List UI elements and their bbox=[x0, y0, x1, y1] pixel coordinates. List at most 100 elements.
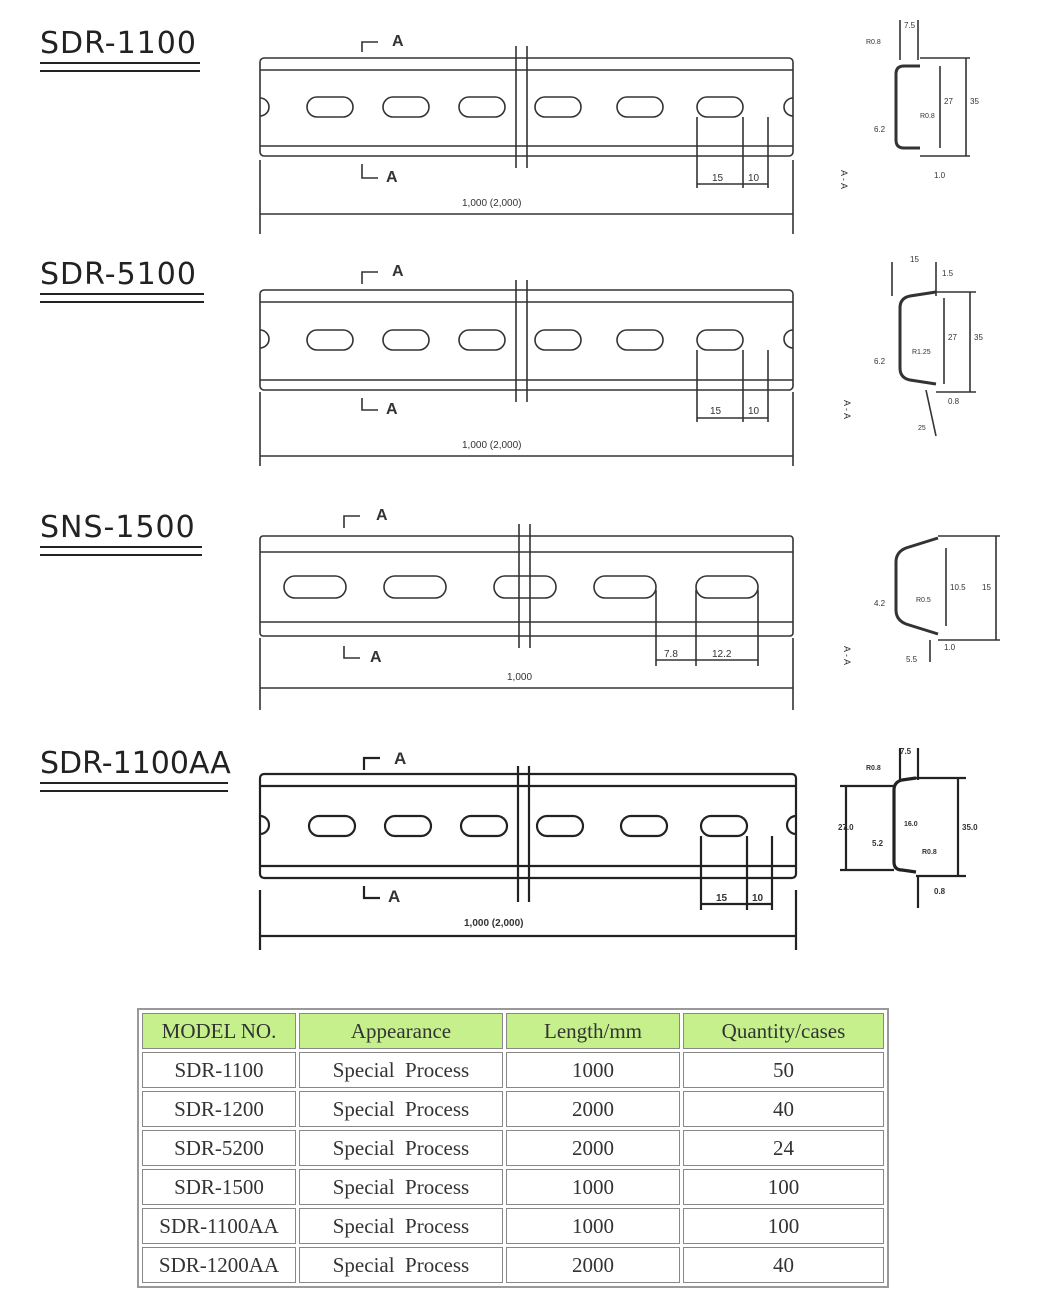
cell-model: SDR-1200 bbox=[142, 1091, 296, 1127]
table-row: SDR-1200 Special Process 2000 40 bbox=[142, 1091, 884, 1127]
length-dim: 1,000 (2,000) bbox=[462, 198, 522, 209]
profile-dim: 27 bbox=[944, 97, 953, 106]
section-mark: A bbox=[388, 887, 400, 906]
header-appearance: Appearance bbox=[299, 1013, 503, 1049]
title-underline bbox=[40, 293, 204, 303]
model-section-sns-1500: SNS-1500 bbox=[0, 490, 1039, 730]
slot-pitch-dim: 15 bbox=[712, 173, 724, 184]
profile-dim: 27 bbox=[948, 333, 957, 342]
profile-dim: 0.8 bbox=[948, 397, 960, 406]
table-row: SDR-1200AA Special Process 2000 40 bbox=[142, 1247, 884, 1283]
cell-model: SDR-1100AA bbox=[142, 1208, 296, 1244]
cell-quantity: 50 bbox=[683, 1052, 884, 1088]
section-label: A - A bbox=[842, 400, 852, 419]
cell-length: 2000 bbox=[506, 1130, 680, 1166]
cell-appearance: Special Process bbox=[299, 1130, 503, 1166]
model-title: SDR-5100 bbox=[40, 257, 197, 292]
profile-dim: R0.8 bbox=[920, 113, 935, 120]
cell-model: SDR-1200AA bbox=[142, 1247, 296, 1283]
rail-drawing: A A 15 10 1,000 (2,000) 7.5 R0.8 R0.8 27… bbox=[259, 20, 979, 234]
section-label: A - A bbox=[842, 646, 852, 665]
slot-pitch-dim: 15 bbox=[716, 893, 728, 904]
title-underline bbox=[40, 546, 202, 556]
profile-dim: 1.0 bbox=[944, 643, 956, 652]
slot-end-dim: 10 bbox=[748, 406, 760, 417]
table-row: SDR-1500 Special Process 1000 100 bbox=[142, 1169, 884, 1205]
profile-dim: 7.5 bbox=[904, 21, 916, 30]
cell-length: 1000 bbox=[506, 1052, 680, 1088]
section-label: A - A bbox=[839, 170, 849, 189]
profile-dim: 35 bbox=[974, 333, 983, 342]
rail-drawing: A A 15 10 1,000 (2,000) 7.5 R0.8 27.0 35… bbox=[258, 747, 978, 950]
profile-dim: 15 bbox=[910, 255, 919, 264]
cell-model: SDR-5200 bbox=[142, 1130, 296, 1166]
profile-dim: 27.0 bbox=[838, 823, 854, 832]
cell-appearance: Special Process bbox=[299, 1247, 503, 1283]
profile-dim: R0.8 bbox=[866, 765, 881, 772]
slot-pitch-dim: 7.8 bbox=[664, 649, 678, 660]
cell-model: SDR-1100 bbox=[142, 1052, 296, 1088]
cell-quantity: 24 bbox=[683, 1130, 884, 1166]
profile-dim: 16.0 bbox=[904, 821, 918, 828]
header-length: Length/mm bbox=[506, 1013, 680, 1049]
length-dim: 1,000 (2,000) bbox=[462, 440, 522, 451]
slot-pitch-dim: 15 bbox=[710, 406, 722, 417]
profile-dim: R0.8 bbox=[866, 39, 881, 46]
profile-dim: 6.2 bbox=[874, 125, 886, 134]
cell-length: 2000 bbox=[506, 1247, 680, 1283]
cell-length: 1000 bbox=[506, 1208, 680, 1244]
cell-quantity: 100 bbox=[683, 1208, 884, 1244]
spec-table: MODEL NO. Appearance Length/mm Quantity/… bbox=[137, 1008, 889, 1288]
title-underline bbox=[40, 62, 200, 72]
cell-appearance: Special Process bbox=[299, 1052, 503, 1088]
model-section-sdr-1100: SDR-1100 bbox=[0, 0, 1039, 240]
length-dim: 1,000 (2,000) bbox=[464, 918, 524, 929]
length-dim: 1,000 bbox=[507, 672, 532, 683]
section-mark: A bbox=[392, 33, 404, 50]
slot-end-dim: 10 bbox=[752, 893, 764, 904]
profile-dim: 5.2 bbox=[872, 839, 884, 848]
profile-dim: 25 bbox=[918, 425, 926, 432]
header-quantity: Quantity/cases bbox=[683, 1013, 884, 1049]
table-header-row: MODEL NO. Appearance Length/mm Quantity/… bbox=[142, 1013, 884, 1049]
cell-appearance: Special Process bbox=[299, 1091, 503, 1127]
rail-drawing: A A 7.8 12.2 1,000 R0.5 10.5 15 4.2 5.5 … bbox=[259, 507, 1000, 710]
cell-quantity: 100 bbox=[683, 1169, 884, 1205]
cell-appearance: Special Process bbox=[299, 1169, 503, 1205]
table-row: SDR-1100AA Special Process 1000 100 bbox=[142, 1208, 884, 1244]
header-model: MODEL NO. bbox=[142, 1013, 296, 1049]
model-section-sdr-5100: SDR-5100 bbox=[0, 240, 1039, 490]
title-underline bbox=[40, 782, 228, 792]
profile-dim: 5.5 bbox=[906, 655, 918, 664]
section-mark: A bbox=[370, 649, 382, 666]
section-mark: A bbox=[376, 507, 388, 524]
profile-dim: 0.8 bbox=[934, 887, 946, 896]
profile-dim: 1.5 bbox=[942, 269, 954, 278]
table-row: SDR-5200 Special Process 2000 24 bbox=[142, 1130, 884, 1166]
profile-dim: 10.5 bbox=[950, 583, 966, 592]
cell-quantity: 40 bbox=[683, 1247, 884, 1283]
cell-length: 2000 bbox=[506, 1091, 680, 1127]
table-row: SDR-1100 Special Process 1000 50 bbox=[142, 1052, 884, 1088]
profile-dim: 6.2 bbox=[874, 357, 886, 366]
section-mark: A bbox=[394, 749, 406, 768]
section-mark: A bbox=[392, 263, 404, 280]
slot-end-dim: 12.2 bbox=[712, 649, 732, 660]
profile-dim: 35.0 bbox=[962, 823, 978, 832]
model-section-sdr-1100aa: SDR-1100AA bbox=[0, 730, 1039, 990]
profile-dim: 15 bbox=[982, 583, 991, 592]
cell-quantity: 40 bbox=[683, 1091, 884, 1127]
section-mark: A bbox=[386, 401, 398, 418]
cell-length: 1000 bbox=[506, 1169, 680, 1205]
section-mark: A bbox=[386, 169, 398, 186]
cell-appearance: Special Process bbox=[299, 1208, 503, 1244]
profile-dim: 4.2 bbox=[874, 599, 886, 608]
rail-drawing: A A 15 10 1,000 (2,000) 15 1.5 R1.25 27 … bbox=[259, 255, 983, 466]
profile-dim: R0.8 bbox=[922, 849, 937, 856]
profile-dim: 7.5 bbox=[900, 747, 912, 756]
model-title: SDR-1100AA bbox=[40, 746, 231, 781]
cell-model: SDR-1500 bbox=[142, 1169, 296, 1205]
profile-dim: 35 bbox=[970, 97, 979, 106]
slot-end-dim: 10 bbox=[748, 173, 760, 184]
profile-dim: R0.5 bbox=[916, 597, 931, 604]
